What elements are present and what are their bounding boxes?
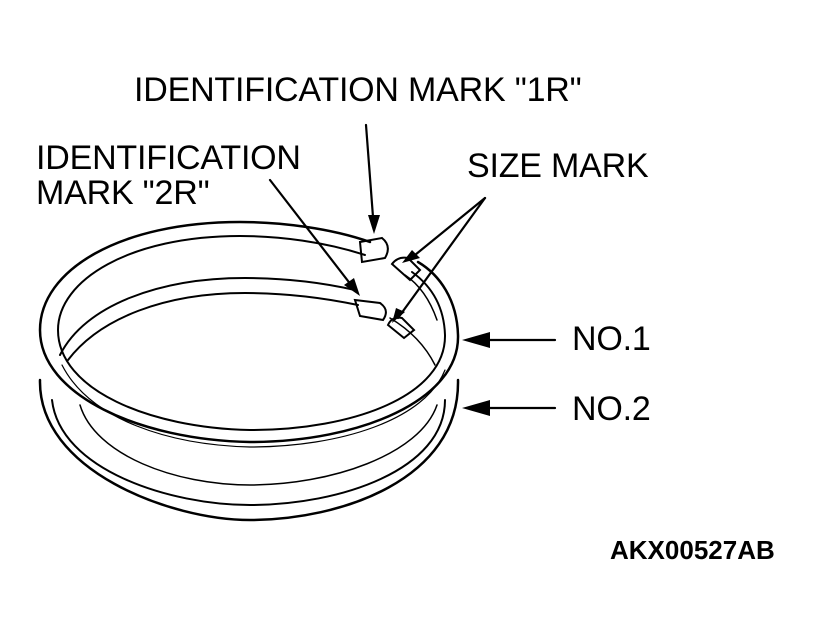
figure-code: AKX00527AB bbox=[610, 535, 775, 565]
label-identification-mark-2r-line1: IDENTIFICATION bbox=[36, 139, 301, 177]
label-identification-mark-1r: IDENTIFICATION MARK "1R" bbox=[134, 71, 582, 109]
label-size-mark: SIZE MARK bbox=[467, 147, 649, 185]
arrowheads bbox=[344, 215, 490, 416]
label-identification-mark-2r-line2: MARK "2R" bbox=[36, 174, 210, 212]
ring-no1 bbox=[38, 220, 460, 448]
ring-no2 bbox=[38, 378, 460, 522]
label-ring-no2: NO.2 bbox=[572, 390, 651, 428]
label-ring-no1: NO.1 bbox=[572, 320, 651, 358]
